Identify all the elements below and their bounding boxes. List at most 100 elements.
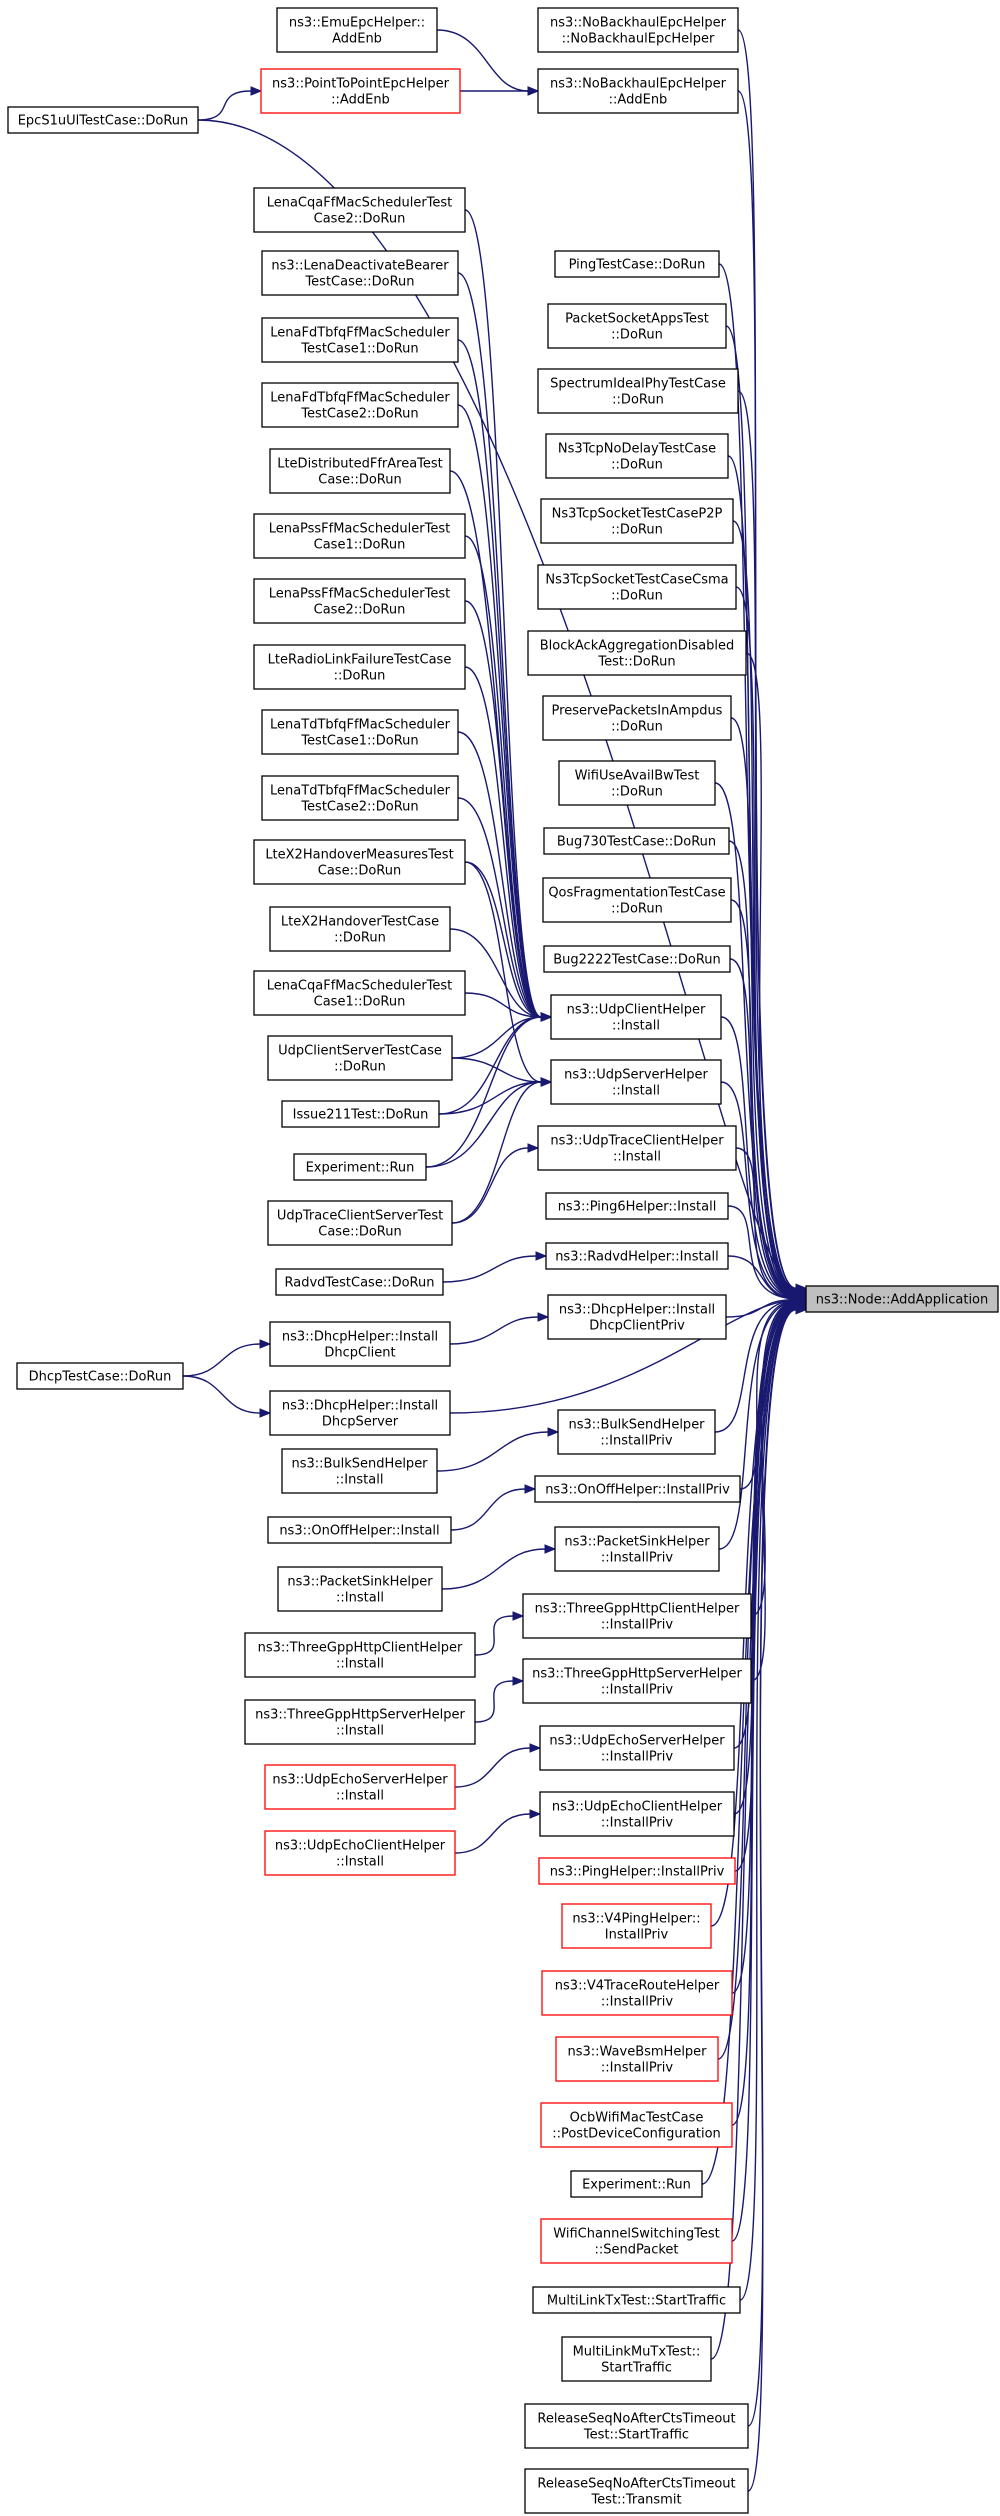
node-label: UdpTraceClientServerTest (277, 1209, 443, 1224)
function-node[interactable]: ns3::PacketSinkHelper::Install (277, 1566, 443, 1612)
function-node[interactable]: QosFragmentationTestCase::DoRun (542, 877, 732, 923)
call-edge (737, 29, 797, 1289)
function-node[interactable]: Issue211Test::DoRun (281, 1100, 440, 1128)
function-node[interactable]: ns3::V4PingHelper::InstallPriv (561, 1903, 712, 1949)
function-node[interactable]: SpectrumIdealPhyTestCase::DoRun (537, 368, 739, 414)
function-node[interactable]: Ns3TcpNoDelayTestCase::DoRun (545, 433, 729, 479)
node-label: ns3::ThreeGppHttpServerHelper (532, 1667, 742, 1682)
function-node[interactable]: ns3::UdpEchoClientHelper::Install (264, 1830, 456, 1876)
function-node[interactable]: ns3::Ping6Helper::Install (545, 1192, 729, 1220)
function-node[interactable]: ns3::PacketSinkHelper::InstallPriv (554, 1526, 720, 1572)
function-node[interactable]: ns3::UdpEchoServerHelper::InstallPriv (539, 1725, 735, 1771)
function-node[interactable]: ns3::UdpTraceClientHelper::Install (537, 1125, 737, 1171)
node-box (253, 644, 466, 690)
function-node[interactable]: ns3::BulkSendHelper::InstallPriv (557, 1409, 716, 1455)
function-node[interactable]: ns3::PointToPointEpcHelper::AddEnb (260, 68, 461, 114)
call-edge (732, 520, 797, 1294)
function-node[interactable]: ns3::ThreeGppHttpServerHelper::InstallPr… (522, 1658, 752, 1704)
function-node[interactable]: WifiChannelSwitchingTest::SendPacket (540, 2218, 733, 2264)
function-node[interactable]: Bug730TestCase::DoRun (543, 827, 730, 855)
function-node[interactable]: ReleaseSeqNoAfterCtsTimeoutTest::StartTr… (524, 2403, 749, 2449)
node-label: ReleaseSeqNoAfterCtsTimeout (537, 2477, 735, 2492)
function-node[interactable]: ns3::WaveBsmHelper::InstallPriv (555, 2036, 719, 2082)
function-node[interactable]: WifiUseAvailBwTest::DoRun (558, 760, 716, 806)
function-node[interactable]: ns3::OnOffHelper::InstallPriv (534, 1475, 741, 1503)
function-node[interactable]: LteRadioLinkFailureTestCase::DoRun (253, 644, 466, 690)
function-node[interactable]: ns3::RadvdHelper::Install (545, 1242, 729, 1270)
node-label: ns3::EmuEpcHelper:: (289, 16, 425, 31)
function-node[interactable]: DhcpTestCase::DoRun (16, 1362, 184, 1390)
arrow-head-icon (512, 1676, 525, 1686)
function-node[interactable]: Ns3TcpSocketTestCaseP2P::DoRun (540, 498, 734, 544)
function-node[interactable]: ns3::UdpEchoClientHelper::InstallPriv (539, 1791, 735, 1837)
function-node[interactable]: Experiment::Run (293, 1153, 427, 1181)
call-edge (449, 1299, 797, 1414)
function-node[interactable]: ns3::ThreeGppHttpClientHelper::Install (244, 1632, 476, 1678)
call-edge (449, 928, 542, 1018)
function-node[interactable]: PacketSocketAppsTest::DoRun (547, 303, 727, 349)
node-label: ::Install (336, 1789, 384, 1804)
function-node[interactable]: ns3::NoBackhaulEpcHelper::AddEnb (537, 68, 739, 114)
node-label: ::AddEnb (331, 93, 390, 108)
call-edge (464, 861, 542, 1083)
node-box (253, 187, 466, 233)
function-node[interactable]: MultiLinkTxTest::StartTraffic (532, 2286, 741, 2314)
node-box (558, 760, 716, 806)
function-node[interactable]: ns3::V4TraceRouteHelper::InstallPriv (541, 1970, 733, 2016)
node-box (277, 1566, 443, 1612)
function-node[interactable]: ns3::PingHelper::InstallPriv (538, 1857, 736, 1885)
function-node[interactable]: ns3::UdpServerHelper::Install (550, 1059, 722, 1105)
function-node[interactable]: ns3::BulkSendHelper::Install (281, 1448, 438, 1494)
call-edge (729, 958, 797, 1298)
node-label: ns3::UdpEchoClientHelper (275, 1839, 446, 1854)
node-label: ns3::DhcpHelper::Install (282, 1330, 438, 1345)
function-node[interactable]: ns3::ThreeGppHttpClientHelper::InstallPr… (522, 1593, 752, 1639)
node-label: ::PostDeviceConfiguration (552, 2127, 721, 2142)
function-node[interactable]: ns3::UdpEchoServerHelper::Install (264, 1764, 456, 1810)
function-node[interactable]: PreservePacketsInAmpdus::DoRun (542, 695, 732, 741)
node-box (261, 709, 459, 755)
function-node[interactable]: ReleaseSeqNoAfterCtsTimeoutTest::Transmi… (524, 2468, 749, 2514)
function-node[interactable]: PingTestCase::DoRun (554, 250, 720, 278)
node-box (543, 945, 731, 973)
function-node[interactable]: ns3::ThreeGppHttpServerHelper::Install (244, 1699, 476, 1745)
arrow-head-icon (259, 1339, 272, 1349)
node-label: WifiChannelSwitchingTest (553, 2227, 719, 2242)
function-node[interactable]: LteX2HandoverTestCase::DoRun (269, 906, 451, 952)
node-label: ::Install (336, 1473, 384, 1488)
node-box (539, 1791, 735, 1837)
function-node[interactable]: OcbWifiMacTestCase::PostDeviceConfigurat… (540, 2102, 733, 2148)
function-node[interactable]: MultiLinkMuTxTest::StartTraffic (561, 2336, 712, 2382)
function-node[interactable]: ns3::UdpClientHelper::Install (550, 994, 722, 1040)
function-node[interactable]: ns3::OnOffHelper::Install (267, 1516, 452, 1544)
function-node[interactable]: Experiment::Run (570, 2170, 703, 2198)
function-node[interactable]: EpcS1uUlTestCase::DoRun (7, 106, 199, 134)
node-label: ::DoRun (611, 902, 663, 917)
function-node[interactable]: ns3::NoBackhaulEpcHelper::NoBackhaulEpcH… (537, 7, 739, 53)
function-node[interactable]: Ns3TcpSocketTestCaseCsma::DoRun (537, 564, 737, 610)
node-label: TestCase2::DoRun (300, 800, 418, 815)
function-node[interactable]: RadvdTestCase::DoRun (275, 1268, 444, 1296)
node-label: ns3::NoBackhaulEpcHelper (550, 77, 727, 92)
function-node[interactable]: ns3::EmuEpcHelper::AddEnb (276, 7, 438, 53)
target-node[interactable]: ns3::Node::AddApplication (805, 1285, 999, 1313)
arrow-head-icon (537, 1312, 550, 1322)
function-node[interactable]: UdpClientServerTestCase::DoRun (267, 1035, 453, 1081)
function-node[interactable]: Bug2222TestCase::DoRun (543, 945, 731, 973)
